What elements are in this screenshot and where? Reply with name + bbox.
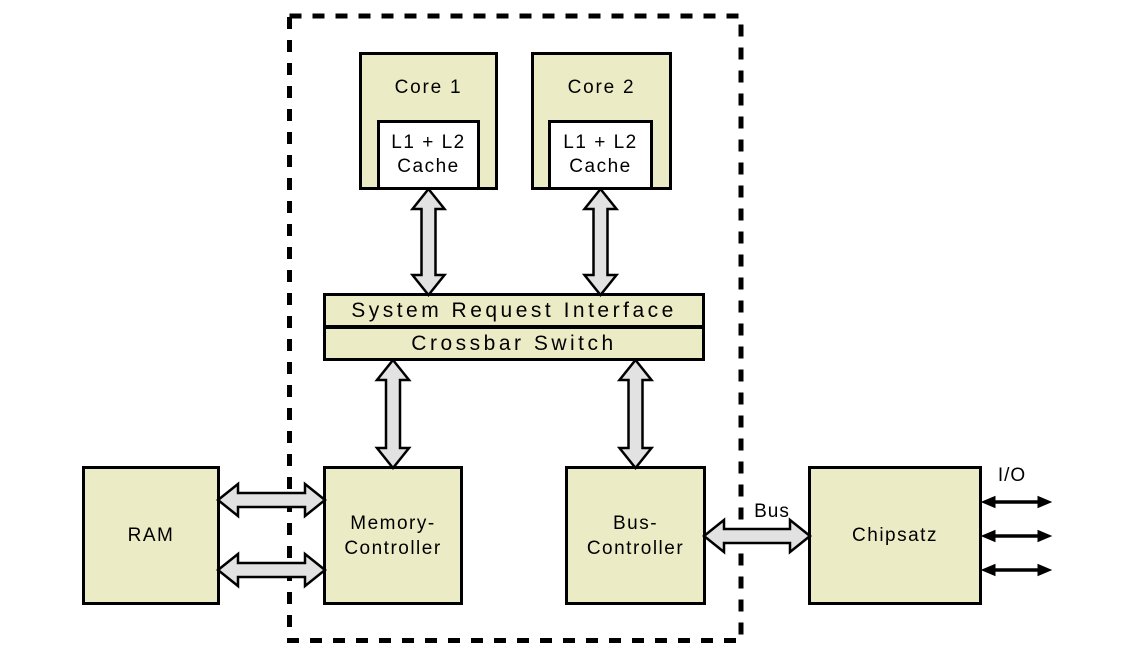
arrow-core1-cache-to-sri xyxy=(409,186,448,298)
memory-controller-line2: Controller xyxy=(344,537,442,559)
arrow-chipset-io-2 xyxy=(980,529,1053,543)
core1-cache-line1: L1 + L2 xyxy=(391,132,466,153)
chipset-box: Chipsatz xyxy=(808,466,982,605)
system-request-interface-label: System Request Interface xyxy=(351,298,677,322)
core2-cache-line2: Cache xyxy=(569,156,632,177)
core1-cache-line2: Cache xyxy=(397,156,460,177)
arrow-ram-memctrl-upper xyxy=(215,481,328,519)
crossbar-switch-label: Crossbar Switch xyxy=(411,331,617,355)
core2-cache-line1: L1 + L2 xyxy=(563,132,638,153)
arrow-chipset-io-1 xyxy=(980,495,1053,509)
chipset-label: Chipsatz xyxy=(852,525,938,546)
arrow-core2-cache-to-sri xyxy=(581,186,620,298)
bus-controller-box: Bus- Controller xyxy=(565,466,706,605)
system-request-interface-box: System Request Interface xyxy=(323,293,705,328)
ram-box: RAM xyxy=(82,466,220,605)
core2-label: Core 2 xyxy=(567,77,636,98)
core1-cache-box: L1 + L2 Cache xyxy=(377,120,480,190)
memory-controller-box: Memory- Controller xyxy=(323,466,463,605)
arrow-crossbar-to-memctrl xyxy=(374,357,412,471)
arrow-chipset-io-3 xyxy=(980,563,1053,577)
core1-label: Core 1 xyxy=(394,77,463,98)
ram-label: RAM xyxy=(127,525,175,546)
arrow-ram-memctrl-lower xyxy=(215,551,328,589)
crossbar-switch-box: Crossbar Switch xyxy=(323,326,705,361)
arrow-crossbar-to-busctrl xyxy=(616,357,655,471)
io-label: I/O xyxy=(997,465,1027,486)
bus-controller-line2: Controller xyxy=(586,537,685,559)
memory-controller-line1: Memory- xyxy=(350,512,436,534)
arrow-busctrl-chipset-bus xyxy=(701,517,813,555)
bus-controller-line1: Bus- xyxy=(612,512,659,534)
bus-label: Bus xyxy=(754,501,790,522)
core2-cache-box: L1 + L2 Cache xyxy=(548,120,653,190)
